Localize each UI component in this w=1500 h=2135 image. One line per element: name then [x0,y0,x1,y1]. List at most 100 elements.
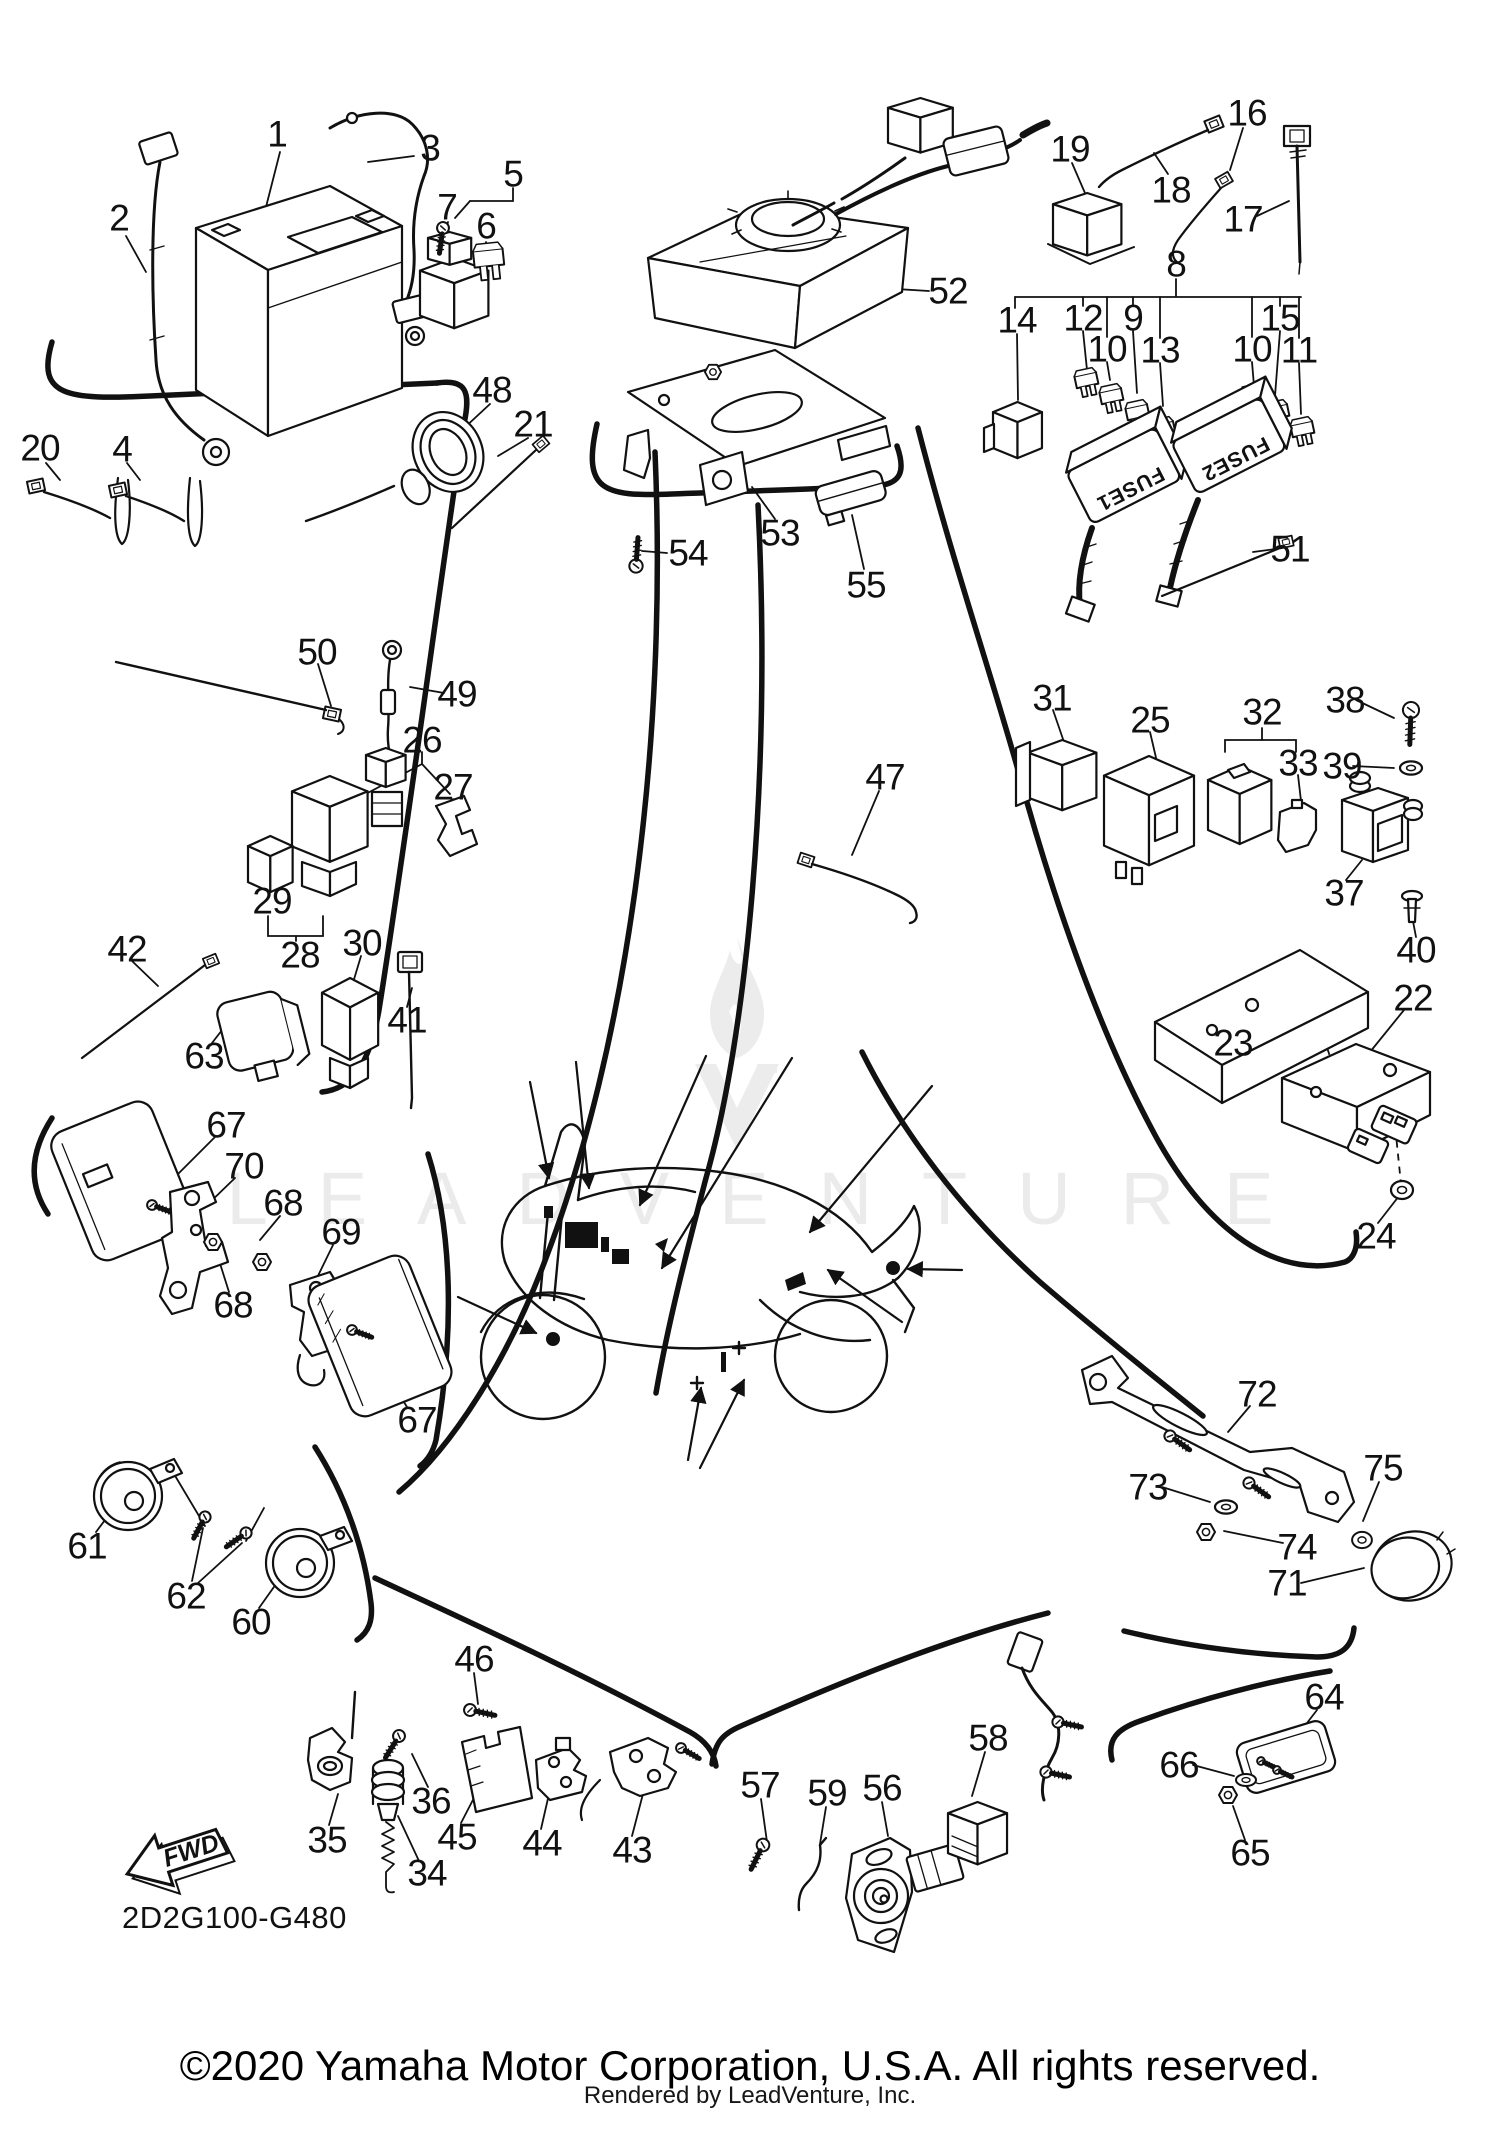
leader-line [191,1527,204,1582]
callout-18: 18 [1151,169,1191,211]
bracket-43 [579,1736,704,1822]
callout-70: 70 [224,1145,264,1187]
leader-line [1153,152,1169,175]
leader-line [1377,1195,1400,1224]
reflector-67-bottom [307,1254,453,1418]
leader-line [1297,774,1302,802]
callout-42: 42 [107,928,147,970]
fwd-direction-arrow: FWD [124,1827,236,1896]
callout-37: 37 [1324,872,1364,914]
grommet-24 [1389,1179,1415,1201]
location-arrows [456,1054,964,1470]
leader-line [1355,699,1395,719]
callout-13: 13 [1140,329,1180,371]
leader-line [1232,1805,1246,1841]
washer-39 [1398,760,1424,776]
callout-61: 61 [67,1525,107,1567]
hook-tool-47 [796,851,918,925]
callout-63: 63 [184,1035,224,1077]
diagram-code: 2D2G100-G480 [122,1900,347,1935]
leader-line [328,1793,339,1826]
leader-line [454,200,471,219]
battery-negative-cable [138,131,231,467]
callout-73: 73 [1128,1466,1168,1508]
copyright-text: ©2020 Yamaha Motor Corporation, U.S.A. A… [179,2042,1321,2089]
callout-10: 10 [1087,328,1127,370]
relay-25 [1102,754,1196,886]
relay-63 [216,990,311,1083]
clip-33 [1276,798,1318,854]
leader-line [641,550,668,554]
callout-22: 22 [1393,977,1433,1019]
leader-line [1369,1009,1405,1053]
rubber-cap-48 [304,411,485,523]
sidestand-switch-34 [370,1758,406,1894]
leader-line [1256,200,1290,217]
cable-tie-18 [1097,114,1225,189]
lead-wire-41 [396,950,424,1110]
callout-25: 25 [1130,699,1170,741]
callout-55: 55 [846,564,886,606]
callout-36: 36 [411,1780,451,1822]
bracket-screw-54 [629,537,645,573]
relay-19 [1047,191,1135,265]
ecu-unit-22 [1280,1042,1432,1165]
leader-line [971,1751,986,1797]
callout-30: 30 [342,922,382,964]
callout-12: 12 [1063,297,1103,339]
callout-5: 5 [503,153,524,195]
callout-67: 67 [206,1104,246,1146]
leadventure-watermark-text: LEADVENTURE [226,1157,1324,1240]
callout-43: 43 [612,1829,652,1871]
washer-66 [1234,1772,1258,1788]
screw-57 [746,1837,772,1872]
fuse2-wire [1167,497,1201,591]
leader-line [1223,1530,1284,1544]
bracket-44 [534,1736,588,1802]
leader-line [1159,362,1164,407]
nut-65 [1217,1785,1239,1805]
callout-60: 60 [231,1601,271,1643]
leader-line [1227,1405,1251,1433]
callout-7: 7 [437,186,458,228]
callout-68: 68 [213,1284,253,1326]
reflector-67-top [50,1100,195,1262]
nut-68 [202,1232,224,1252]
callout-51: 51 [1270,528,1310,570]
cable-tie-42 [80,952,221,1060]
leader-line [409,686,445,694]
leader-line [881,1801,889,1837]
cable-tie-17 [1282,124,1312,275]
screw-46 [463,1703,496,1721]
callout-bracket-line [1224,739,1297,753]
harness-locations [544,1206,900,1372]
callout-67: 67 [397,1399,437,1441]
callout-23: 23 [1213,1022,1253,1064]
washer-73 [1213,1499,1239,1515]
leader-line [1229,127,1244,171]
callout-bracket-line [469,187,514,202]
leader-line [317,663,332,707]
bracket-70 [158,1180,230,1316]
callout-bracket-line [267,915,324,937]
coolant-reservoir-52 [646,119,1051,350]
license-bracket-72 [1080,1354,1356,1524]
harness-connector-top [791,97,1010,227]
bracket-35 [306,1690,357,1792]
fuse-holder-connector-14 [982,401,1043,459]
callout-41: 41 [387,999,427,1041]
callout-29: 29 [252,880,292,922]
grommet-75 [1351,1530,1373,1550]
callout-52: 52 [928,270,968,312]
leader-line [1149,731,1158,763]
fuse1-wire [1076,525,1095,609]
callout-56: 56 [862,1767,902,1809]
relay-30 [320,976,380,1090]
leader-line [1192,1764,1235,1777]
callout-3: 3 [420,127,441,169]
motorcycle-silhouette [456,1054,964,1470]
callout-40: 40 [1396,929,1436,971]
cable-tie-50 [114,660,345,735]
callout-14: 14 [997,299,1037,341]
